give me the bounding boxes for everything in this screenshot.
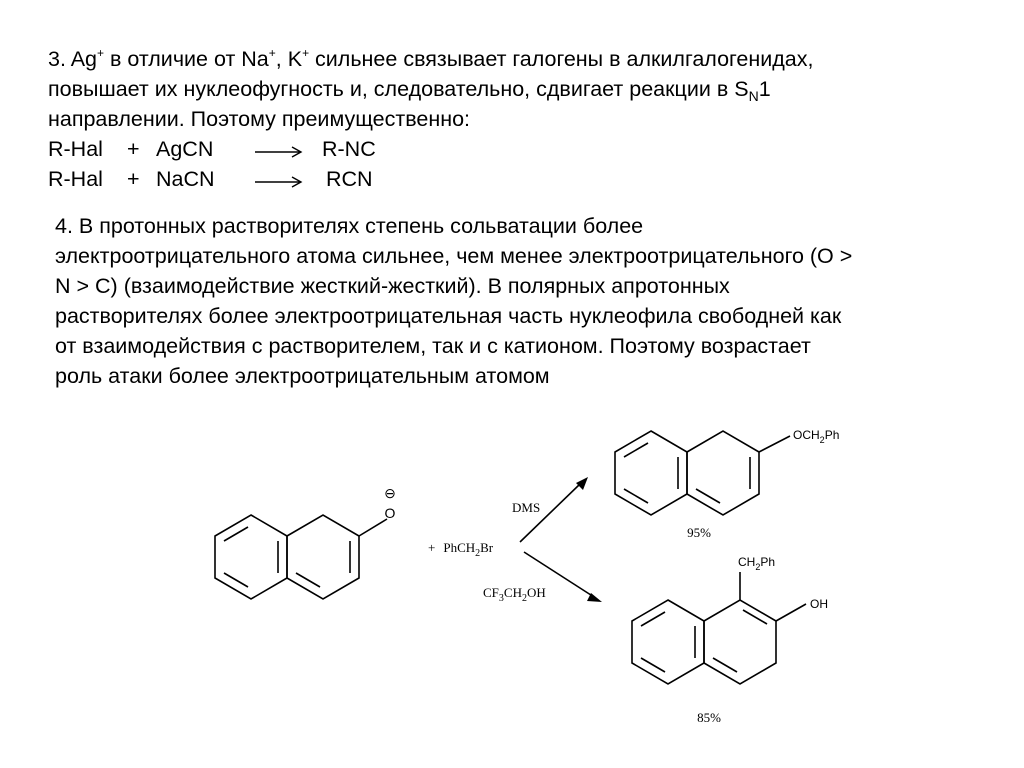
equation-left: R-Hal — [48, 137, 103, 161]
arrow-to-product-1 — [519, 483, 581, 543]
text: 1 — [758, 77, 771, 101]
equation-agcn: R-Hal + AgCN R-NC — [48, 134, 813, 164]
negative-charge-icon: ⊖ — [384, 485, 396, 501]
point-3-line-2: повышает их нуклеофугность и, следовател… — [48, 74, 813, 104]
product-2-benzyl: CH2Ph — [738, 555, 775, 572]
point-3-block: 3. Ag+ в отличие от Na+, K+ сильнее связ… — [48, 44, 813, 194]
reaction-arrow-icon — [254, 138, 306, 168]
text: OH — [527, 585, 546, 600]
subscript: 2 — [755, 562, 760, 572]
superscript: + — [268, 46, 276, 60]
text: CH — [738, 555, 755, 569]
text: CF — [483, 585, 499, 600]
text: в отличие от Na — [104, 47, 269, 71]
subscript: 3 — [499, 593, 504, 604]
product-2-hydroxyl: OH — [810, 597, 828, 611]
reagent-benzyl-bromide: + PhCH2Br — [428, 540, 494, 559]
equation-product: R-NC — [322, 137, 376, 161]
subscript: 2 — [522, 593, 527, 604]
product-1-structure — [614, 430, 791, 516]
point-4-block: 4. В протонных растворителях степень сол… — [55, 211, 852, 391]
superscript: + — [302, 46, 310, 60]
text: Br — [480, 540, 494, 555]
equation-nacn: R-Hal + NaCN RCN — [48, 164, 813, 194]
subscript: 2 — [820, 435, 825, 445]
text: 3. Ag — [48, 47, 98, 71]
text: повышает их нуклеофугность и, следовател… — [48, 77, 749, 101]
point-4-line: N > C) (взаимодействие жесткий-жесткий).… — [55, 274, 730, 298]
text: сильнее связывает галогены в алкилгалоге… — [309, 47, 814, 71]
product-1-yield: 95% — [687, 525, 711, 540]
text: Ph — [760, 555, 775, 569]
equation-product: RCN — [326, 167, 373, 191]
solvent-trifluoroethanol: CF3CH2OH — [483, 585, 546, 604]
point-3-line-3: направлении. Поэтому преимущественно: — [48, 107, 471, 131]
solvent-dms: DMS — [512, 500, 540, 515]
reactant-oxygen: O — [385, 505, 396, 521]
subscript: 2 — [475, 548, 480, 559]
text: OCH — [793, 428, 820, 442]
text: + — [428, 540, 435, 555]
product-1-substituent: OCH2Ph — [793, 428, 839, 445]
equation-reagent: AgCN — [156, 137, 214, 161]
product-2-structure — [631, 572, 807, 685]
equation-plus: + — [127, 167, 140, 191]
point-4-line: роль атаки более электроотрицательным ат… — [55, 364, 550, 388]
text: Ph — [825, 428, 840, 442]
point-3-line-1: 3. Ag+ в отличие от Na+, K+ сильнее связ… — [48, 44, 813, 74]
reaction-arrow-icon — [254, 168, 306, 198]
text: , K — [275, 47, 303, 71]
text: PhCH — [443, 540, 475, 555]
product-2-yield: 85% — [697, 710, 721, 725]
point-4-line: растворителях более электроотрицательная… — [55, 304, 842, 328]
equation-left: R-Hal — [48, 167, 103, 191]
point-4-line: электроотрицательного атома сильнее, чем… — [55, 244, 853, 268]
point-4-line: от взаимодействия с растворителем, так и… — [55, 334, 811, 358]
point-4-line: 4. В протонных растворителях степень сол… — [55, 214, 644, 238]
text: CH — [504, 585, 522, 600]
arrow-to-product-2 — [523, 551, 595, 598]
equation-reagent: NaCN — [156, 167, 215, 191]
naphthoxide-structure — [214, 514, 388, 600]
superscript: + — [97, 46, 105, 60]
subscript: N — [748, 88, 759, 104]
equation-plus: + — [127, 137, 140, 161]
